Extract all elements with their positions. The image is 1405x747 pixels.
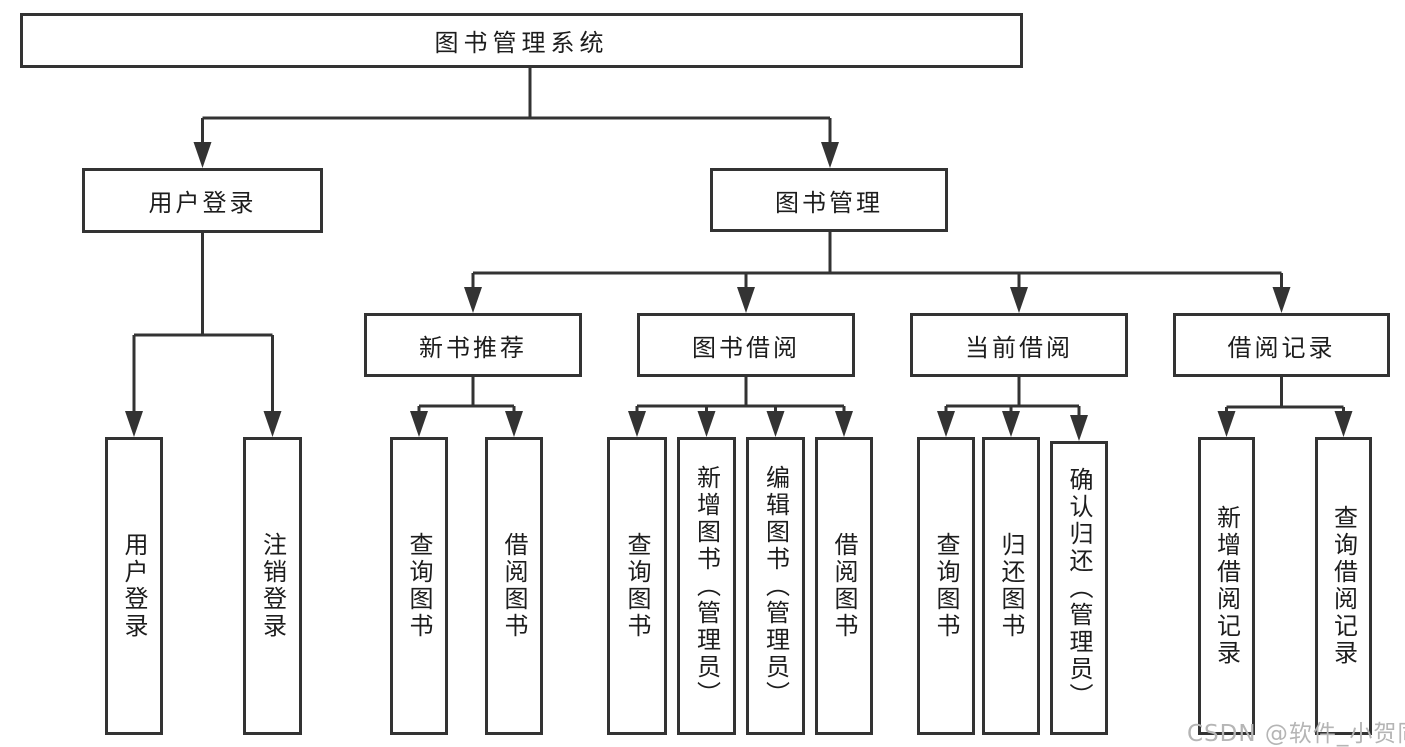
leaf-query-books-recommend: 查询图书: [390, 437, 448, 735]
leaf-borrow-books-recommend: 借阅图书: [485, 437, 543, 735]
leaf-query-borrow-record: 查询借阅记录: [1315, 437, 1372, 735]
node-new-book-recommend: 新书推荐: [364, 313, 582, 377]
leaf-user-login: 用户登录: [105, 437, 163, 735]
leaf-return-books: 归还图书: [982, 437, 1040, 735]
leaf-query-books-current: 查询图书: [917, 437, 975, 735]
node-book-management: 图书管理: [710, 168, 948, 232]
csdn-watermark: CSDN @软件_小贺同学: [1187, 721, 1405, 747]
node-borrow-records: 借阅记录: [1173, 313, 1390, 377]
node-current-borrow: 当前借阅: [910, 313, 1128, 377]
leaf-borrow-books: 借阅图书: [815, 437, 873, 735]
node-book-borrow: 图书借阅: [637, 313, 855, 377]
leaf-logout: 注销登录: [243, 437, 302, 735]
node-user-login: 用户登录: [82, 168, 323, 233]
node-library-management-system: 图书管理系统: [20, 13, 1023, 68]
leaf-edit-books-admin: 编辑图书（管理员）: [746, 437, 805, 735]
leaf-add-borrow-record: 新增借阅记录: [1198, 437, 1255, 735]
leaf-confirm-return-admin: 确认归还（管理员）: [1050, 441, 1108, 735]
leaf-query-books-borrow: 查询图书: [607, 437, 667, 735]
leaf-add-books-admin: 新增图书（管理员）: [677, 437, 736, 735]
